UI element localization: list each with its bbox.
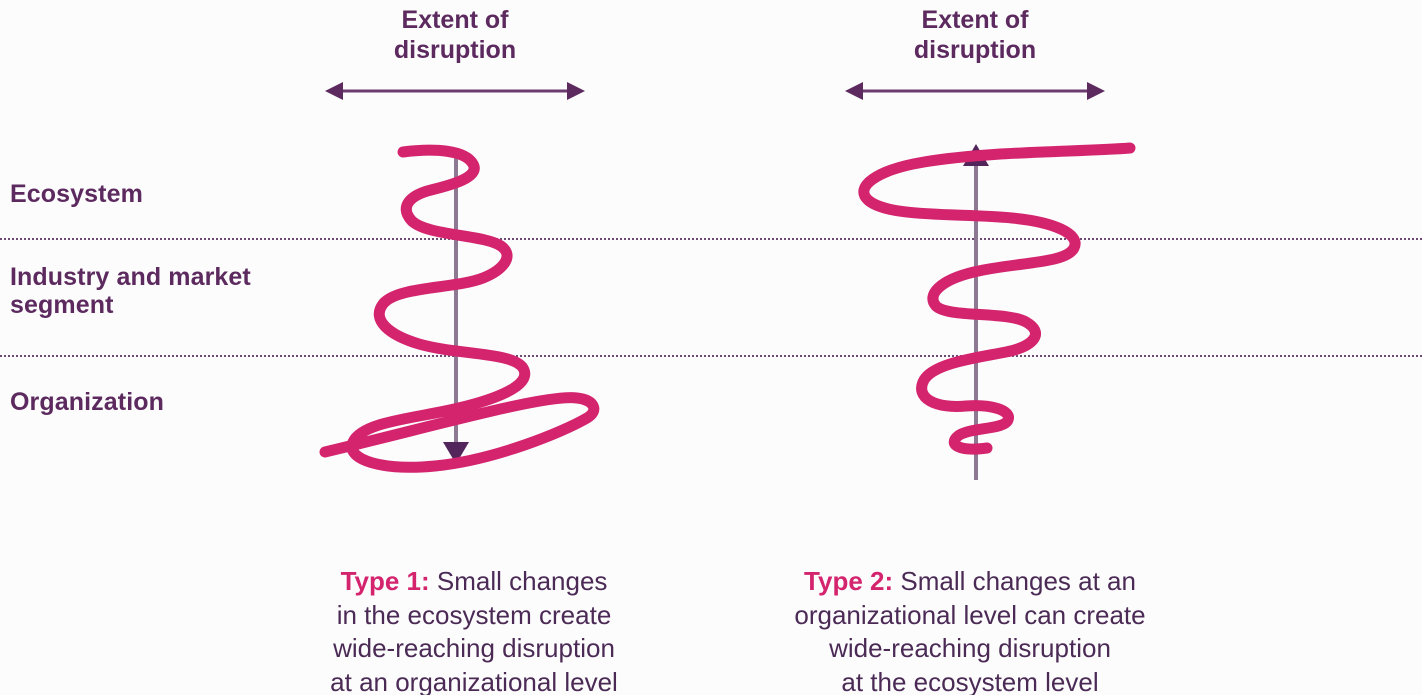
conical-helix-upward <box>858 142 1136 480</box>
caption-type-1-body: Small changes in the ecosystem create wi… <box>330 565 618 695</box>
extent-of-disruption-arrow-1 <box>325 78 585 104</box>
caption-type-2-label: Type 2: <box>804 565 894 596</box>
caption-type-2-body: Small changes at an organizational level… <box>794 565 1146 695</box>
band-label-ecosystem: Ecosystem <box>10 180 143 208</box>
spiral-path <box>319 144 600 473</box>
axis-arrowhead-down <box>443 442 469 464</box>
band-divider-industry-organization <box>0 355 1422 357</box>
conical-helix-downward <box>319 144 600 473</box>
band-label-organization: Organization <box>10 388 164 416</box>
spiral-type-2 <box>840 130 1160 480</box>
caption-type-1-label: Type 1: <box>340 565 430 596</box>
column-header-extent-of-disruption-1: Extent of disruption <box>393 6 517 64</box>
band-label-industry-and-market-segment: Industry and market segment <box>10 263 251 319</box>
extent-of-disruption-arrow-2 <box>845 78 1105 104</box>
double-arrow-icon <box>325 82 585 100</box>
spiral-path <box>858 142 1136 455</box>
caption-type-2: Type 2: Small changes at an organization… <box>700 531 1240 695</box>
band-divider-ecosystem-industry <box>0 238 1422 240</box>
column-header-extent-of-disruption-2: Extent of disruption <box>913 6 1037 64</box>
spiral-type-1 <box>315 130 635 480</box>
caption-type-1: Type 1: Small changes in the ecosystem c… <box>244 531 704 695</box>
double-arrow-icon <box>845 82 1105 100</box>
